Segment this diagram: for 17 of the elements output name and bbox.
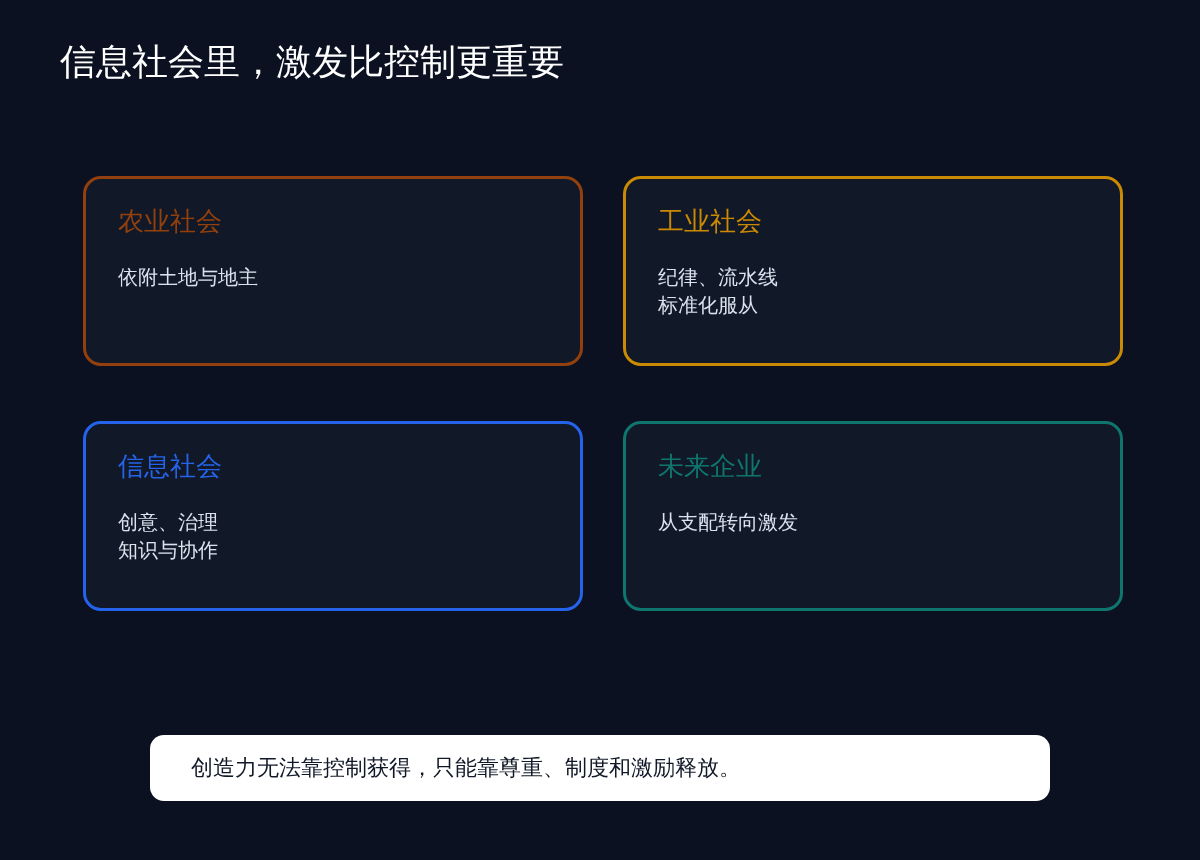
card-text: 从支配转向激发 — [658, 509, 798, 536]
era-card — [83, 421, 583, 611]
card-heading: 未来企业 — [658, 450, 762, 483]
card-text: 依附土地与地主 — [118, 264, 258, 291]
card-text: 创意、治理 — [118, 509, 218, 536]
card-heading: 信息社会 — [118, 450, 222, 483]
era-card — [623, 421, 1123, 611]
card-text: 标准化服从 — [658, 292, 758, 319]
quote-text: 创造力无法靠控制获得，只能靠尊重、制度和激励释放。 — [191, 754, 741, 782]
quote-banner — [150, 735, 1050, 801]
card-heading: 农业社会 — [118, 205, 222, 238]
card-text: 纪律、流水线 — [658, 264, 778, 291]
page-title: 信息社会里，激发比控制更重要 — [60, 40, 564, 84]
era-card — [623, 176, 1123, 366]
card-text: 知识与协作 — [118, 537, 218, 564]
card-heading: 工业社会 — [658, 205, 762, 238]
era-card — [83, 176, 583, 366]
